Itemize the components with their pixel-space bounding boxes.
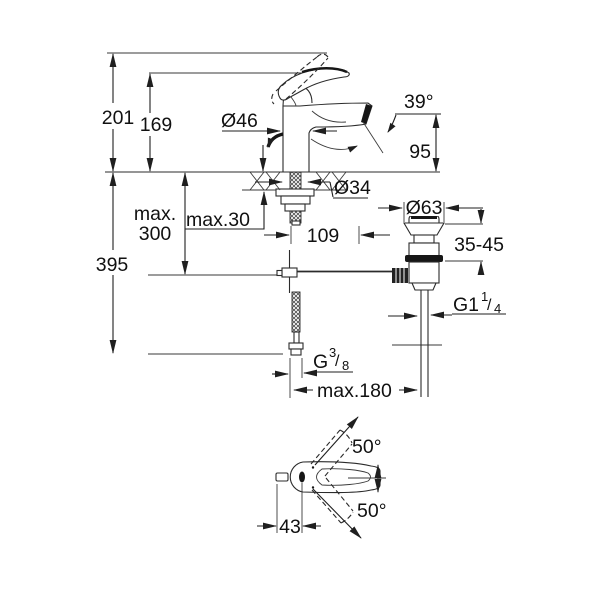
waste-tailpipe — [420, 290, 429, 397]
svg-text:1: 1 — [481, 289, 488, 304]
deck-section — [242, 171, 348, 191]
dim-max300-label-line1: max. — [134, 203, 176, 225]
handle-indicator-dot — [299, 471, 305, 483]
pop-up-waste-assembly — [392, 214, 445, 397]
dim-395-label: 395 — [96, 254, 129, 276]
dimension-labels: 201 169 395 max. 300 max.30 Ø46 Ø34 109 … — [96, 91, 504, 538]
label-backers — [94, 103, 443, 275]
svg-text:3: 3 — [329, 345, 336, 360]
svg-text:G: G — [313, 351, 328, 373]
handle-top-view — [257, 416, 386, 539]
stream-arc-arrow — [310, 138, 358, 153]
spout-outline — [299, 102, 373, 172]
dim-max300-label-line2: 300 — [139, 223, 172, 245]
dim-50deg-down-label: 50° — [357, 500, 387, 522]
dim-95-label: 95 — [409, 141, 431, 163]
dim-g114-label: G1 1 / 4 — [453, 289, 501, 316]
dim-3545-label: 35-45 — [454, 234, 504, 256]
lever-raised-position — [271, 53, 329, 105]
pop-up-rod-knob — [392, 268, 408, 283]
dim-max30-label: max.30 — [186, 209, 250, 231]
handle-motion-arrow — [266, 132, 284, 148]
stream-angle-ray — [362, 121, 384, 154]
svg-text:/: / — [487, 297, 492, 314]
dim-43-label: 43 — [279, 516, 301, 538]
dim-39deg-label: 39° — [404, 91, 434, 113]
svg-text:G1: G1 — [453, 294, 479, 316]
lever-handle-side — [277, 68, 350, 101]
supply-hose — [288, 291, 304, 356]
reference-lines — [105, 52, 442, 355]
dim-201-label: 201 — [102, 107, 135, 129]
dimension-lines — [109, 53, 506, 398]
dim-dia46-label: Ø46 — [221, 110, 258, 132]
svg-text:4: 4 — [494, 301, 501, 316]
handle-swung-up — [310, 429, 353, 477]
mounting-shank — [275, 171, 315, 226]
dim-g38-label: G 3 / 8 — [313, 345, 349, 373]
faucet-side-view — [242, 53, 392, 356]
aerator-face — [361, 104, 372, 124]
svg-text:8: 8 — [342, 358, 349, 373]
svg-text:/: / — [335, 353, 340, 370]
pop-up-rod — [276, 250, 392, 293]
handle-swung-down — [311, 477, 354, 524]
handle-stub — [275, 472, 289, 482]
dim-109-label: 109 — [307, 225, 340, 247]
dim-50deg-up-label: 50° — [352, 436, 382, 458]
dim-dia34-label: Ø34 — [334, 177, 371, 199]
dim-169-label: 169 — [140, 114, 173, 136]
dim-max180-label: max.180 — [317, 380, 392, 402]
handle-outline — [289, 461, 381, 494]
dim-dia63-label: Ø63 — [406, 197, 443, 219]
